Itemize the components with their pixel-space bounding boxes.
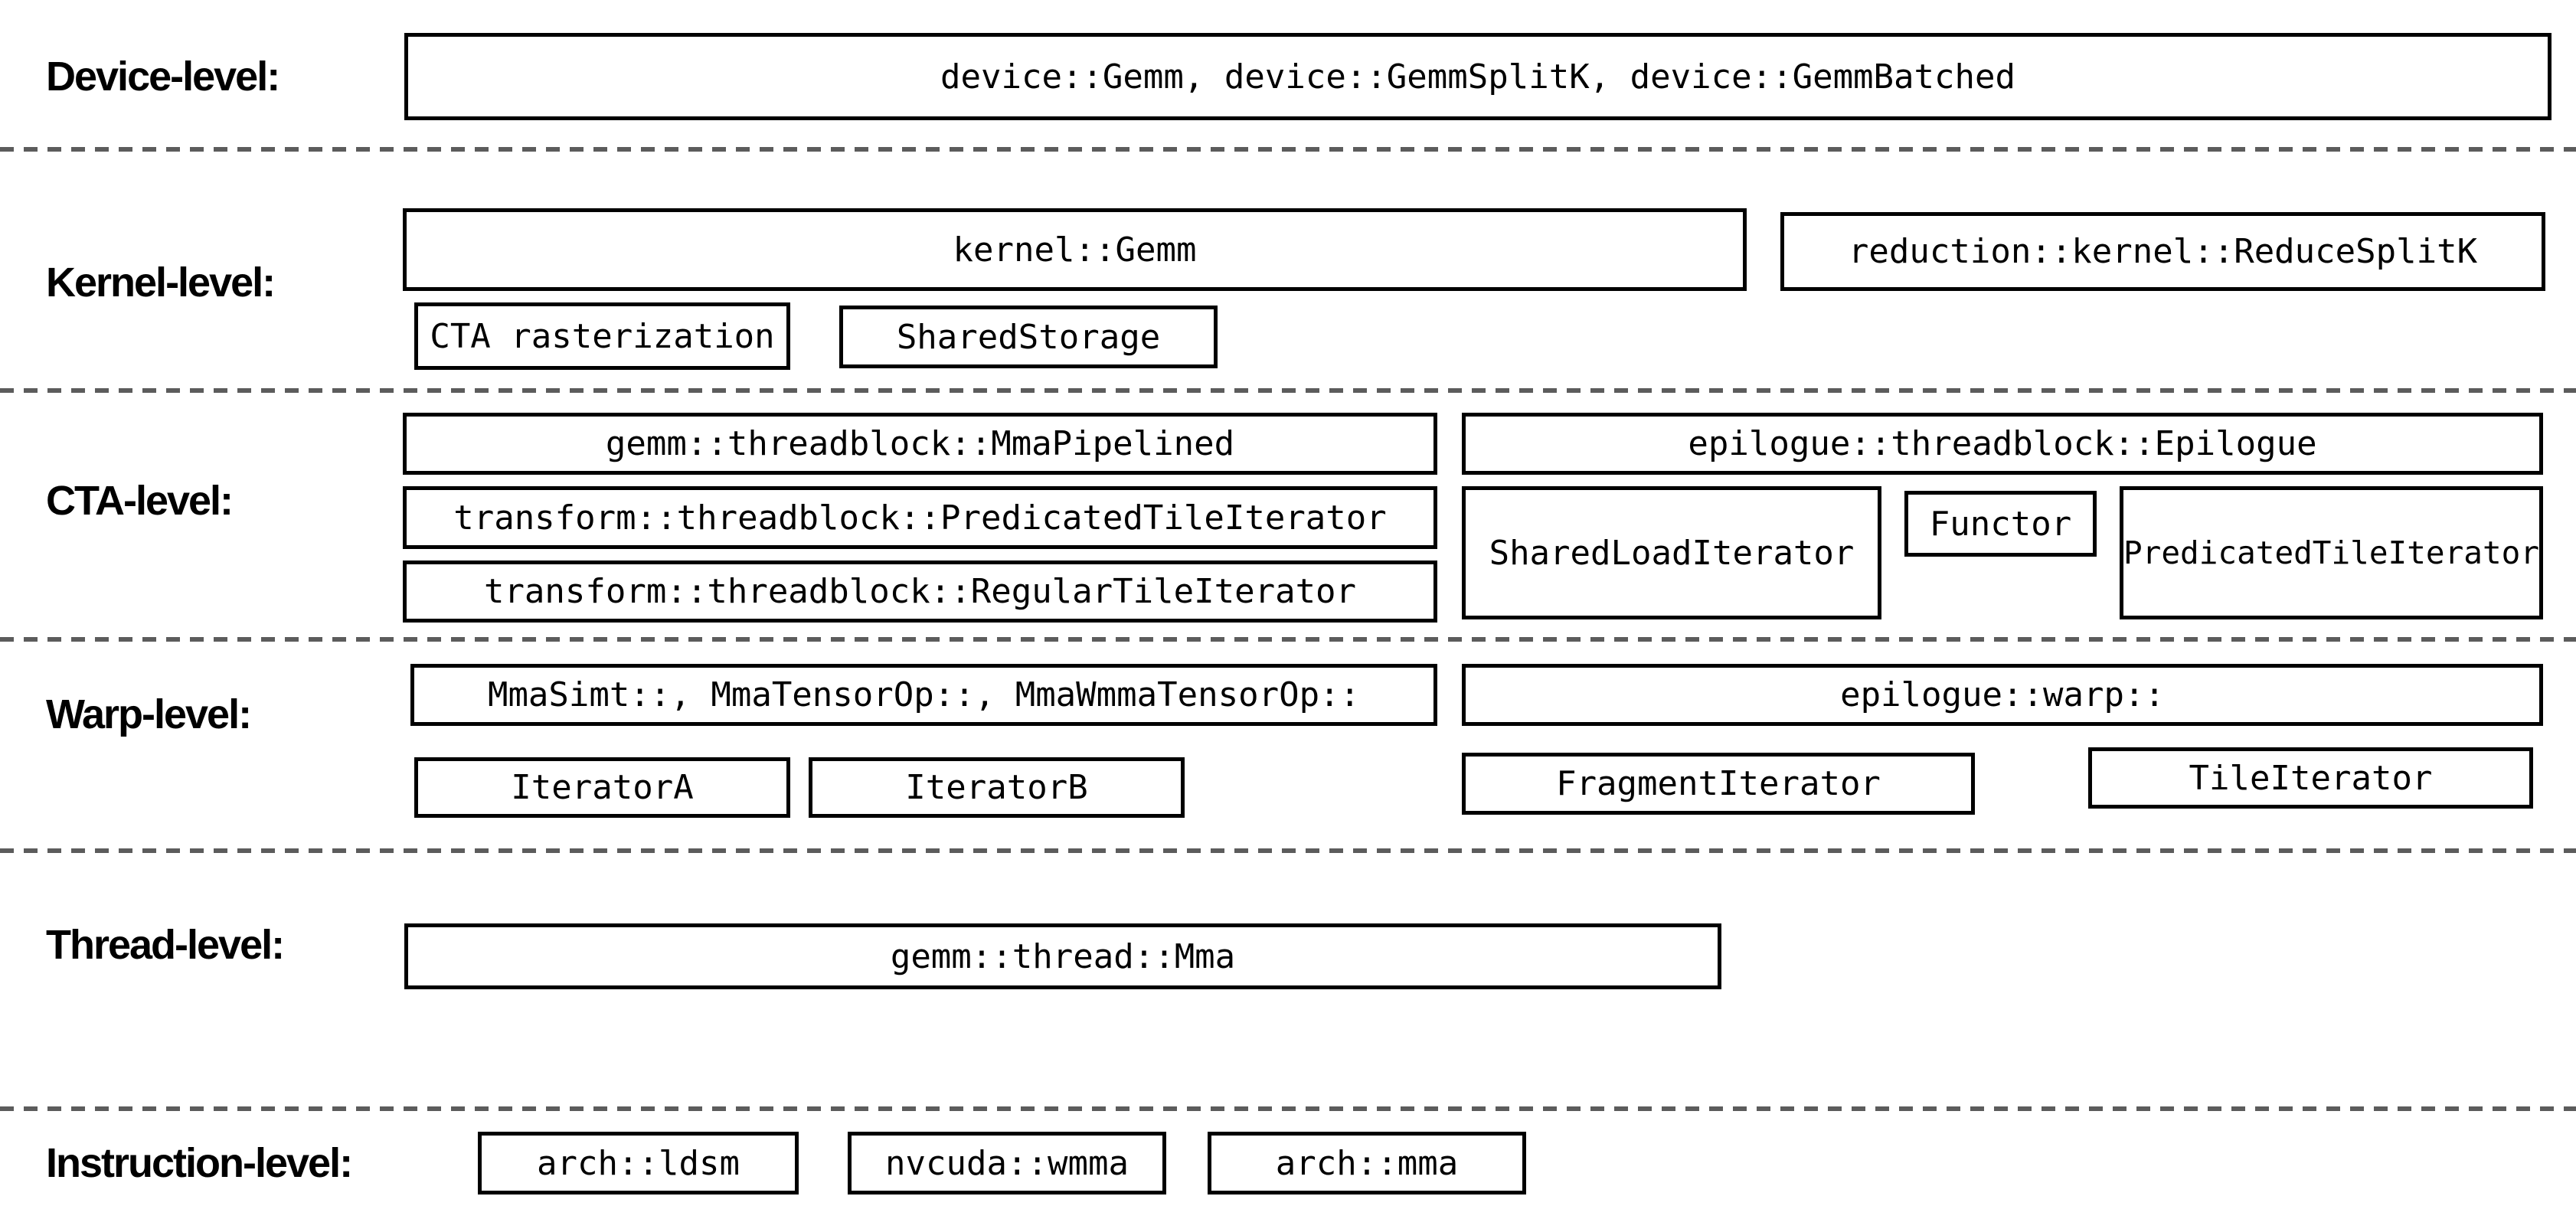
box-iterator-a: IteratorA [414,757,790,818]
level-label-kernel: Kernel-level: [46,260,276,306]
box-iterator-b: IteratorB [809,757,1185,818]
box-shared-load-iterator: SharedLoadIterator [1462,486,1881,619]
separator-kernel-cta [0,388,2576,393]
box-epilogue-threadblock: epilogue::threadblock::Epilogue [1462,413,2543,475]
box-thread-mma: gemm::thread::Mma [404,923,1721,989]
level-label-instruction: Instruction-level: [46,1140,353,1186]
box-nvcuda-wmma: nvcuda::wmma [848,1132,1166,1194]
level-label-cta: CTA-level: [46,478,234,524]
box-kernel-gemm: kernel::Gemm [403,208,1747,291]
box-cta-rasterization: CTA rasterization [414,302,790,370]
box-regular-tile-iterator: transform::threadblock::RegularTileItera… [403,560,1437,623]
box-predicated-tile-iterator-epilogue: PredicatedTileIterator [2120,486,2543,619]
box-arch-mma: arch::mma [1208,1132,1526,1194]
box-reduce-split-k: reduction::kernel::ReduceSplitK [1780,212,2545,291]
box-predicated-tile-iterator-transform: transform::threadblock::PredicatedTileIt… [403,486,1437,549]
separator-warp-thread [0,848,2576,853]
box-shared-storage: SharedStorage [839,306,1218,368]
level-label-warp: Warp-level: [46,691,252,737]
box-mma-pipelined: gemm::threadblock::MmaPipelined [403,413,1437,475]
separator-cta-warp [0,637,2576,642]
box-arch-ldsm: arch::ldsm [478,1132,799,1194]
box-device-gemm: device::Gemm, device::GemmSplitK, device… [404,33,2551,120]
level-label-thread: Thread-level: [46,922,285,968]
box-tile-iterator: TileIterator [2088,747,2533,809]
box-warp-mma: MmaSimt::, MmaTensorOp::, MmaWmmaTensorO… [410,664,1437,726]
box-epilogue-warp: epilogue::warp:: [1462,664,2543,726]
box-fragment-iterator: FragmentIterator [1462,753,1975,815]
separator-device-kernel [0,147,2576,152]
separator-thread-instruction [0,1106,2576,1111]
level-label-device: Device-level: [46,54,280,100]
box-functor: Functor [1904,491,2097,557]
